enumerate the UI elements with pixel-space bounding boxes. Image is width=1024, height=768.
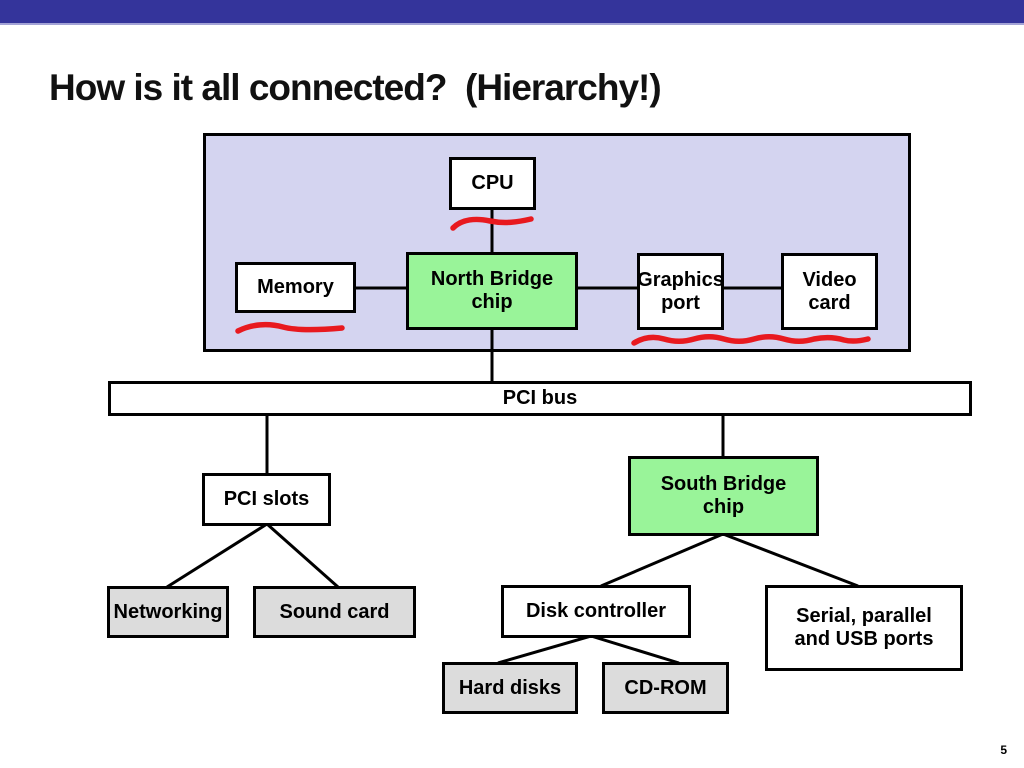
pci-slots-node: PCI slots [202, 473, 331, 526]
cpu-node: CPU [449, 157, 536, 210]
red-scribble-cpu [450, 216, 534, 231]
graphics-port-node: Graphics port [637, 253, 724, 330]
connector-pcislots-networking [166, 522, 268, 589]
connector-pcislots-soundcard [266, 522, 339, 589]
video-card-node: Video card [781, 253, 878, 330]
hard-disks-node: Hard disks [442, 662, 578, 714]
connector-diskcontroller-harddisks [497, 634, 592, 665]
pci-bus-node: PCI bus [108, 381, 972, 416]
sound-card-node: Sound card [253, 586, 416, 638]
disk-controller-node: Disk controller [501, 585, 691, 638]
connector-southbridge-serialports [722, 532, 859, 588]
page-number: 5 [1000, 743, 1007, 757]
north-bridge-chip-node: North Bridge chip [406, 252, 578, 330]
red-scribble-graphics-video [631, 334, 871, 346]
red-annotations [235, 216, 871, 346]
connector-diskcontroller-cdrom [590, 634, 680, 665]
red-scribble-memory [235, 321, 345, 334]
top-bar-edge [0, 23, 1024, 25]
memory-node: Memory [235, 262, 356, 313]
south-bridge-chip-node: South Bridge chip [628, 456, 819, 536]
top-bar [0, 0, 1024, 23]
serial-parallel-usb-node: Serial, parallel and USB ports [765, 585, 963, 671]
cd-rom-node: CD-ROM [602, 662, 729, 714]
connector-southbridge-diskcontroller [600, 532, 724, 588]
networking-node: Networking [107, 586, 229, 638]
slide-title: How is it all connected? (Hierarchy!) [49, 67, 662, 108]
connector-lines [166, 210, 859, 665]
